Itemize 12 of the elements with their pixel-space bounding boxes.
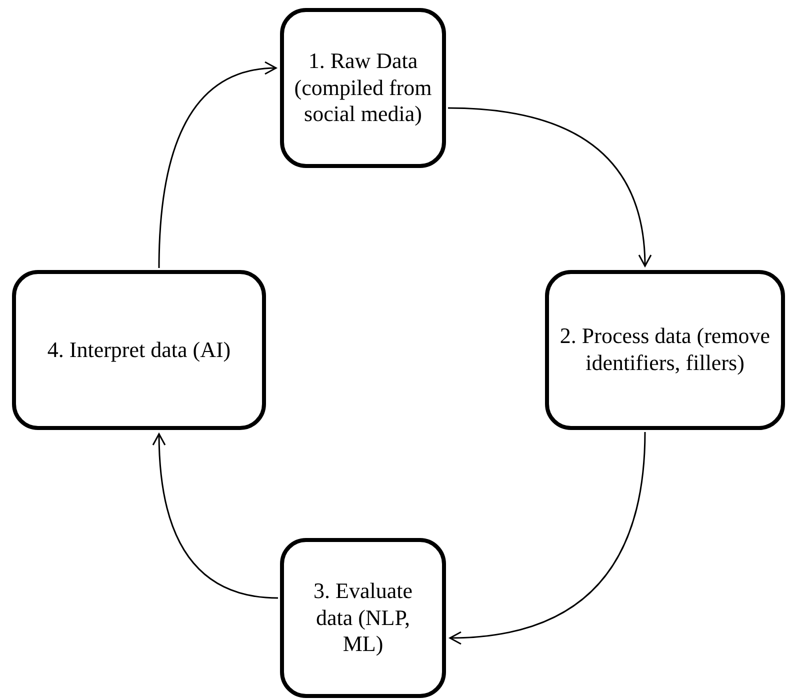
curved-arrow: [158, 62, 277, 268]
step-text: 4. Interpret data (AI): [47, 336, 231, 364]
step-text: 1. Raw Data (compiled from social media): [294, 48, 432, 128]
process-box: [280, 8, 446, 168]
process-box: [545, 270, 785, 430]
process-box: [12, 270, 266, 430]
process-box: [280, 538, 446, 698]
curved-arrow: [448, 107, 652, 267]
step-text: 3. Evaluate data (NLP, ML): [312, 578, 414, 658]
curved-arrow: [152, 433, 278, 599]
step-text: 2. Process data (remove identifiers, fillers): [559, 323, 771, 377]
curved-arrow: [449, 432, 646, 644]
